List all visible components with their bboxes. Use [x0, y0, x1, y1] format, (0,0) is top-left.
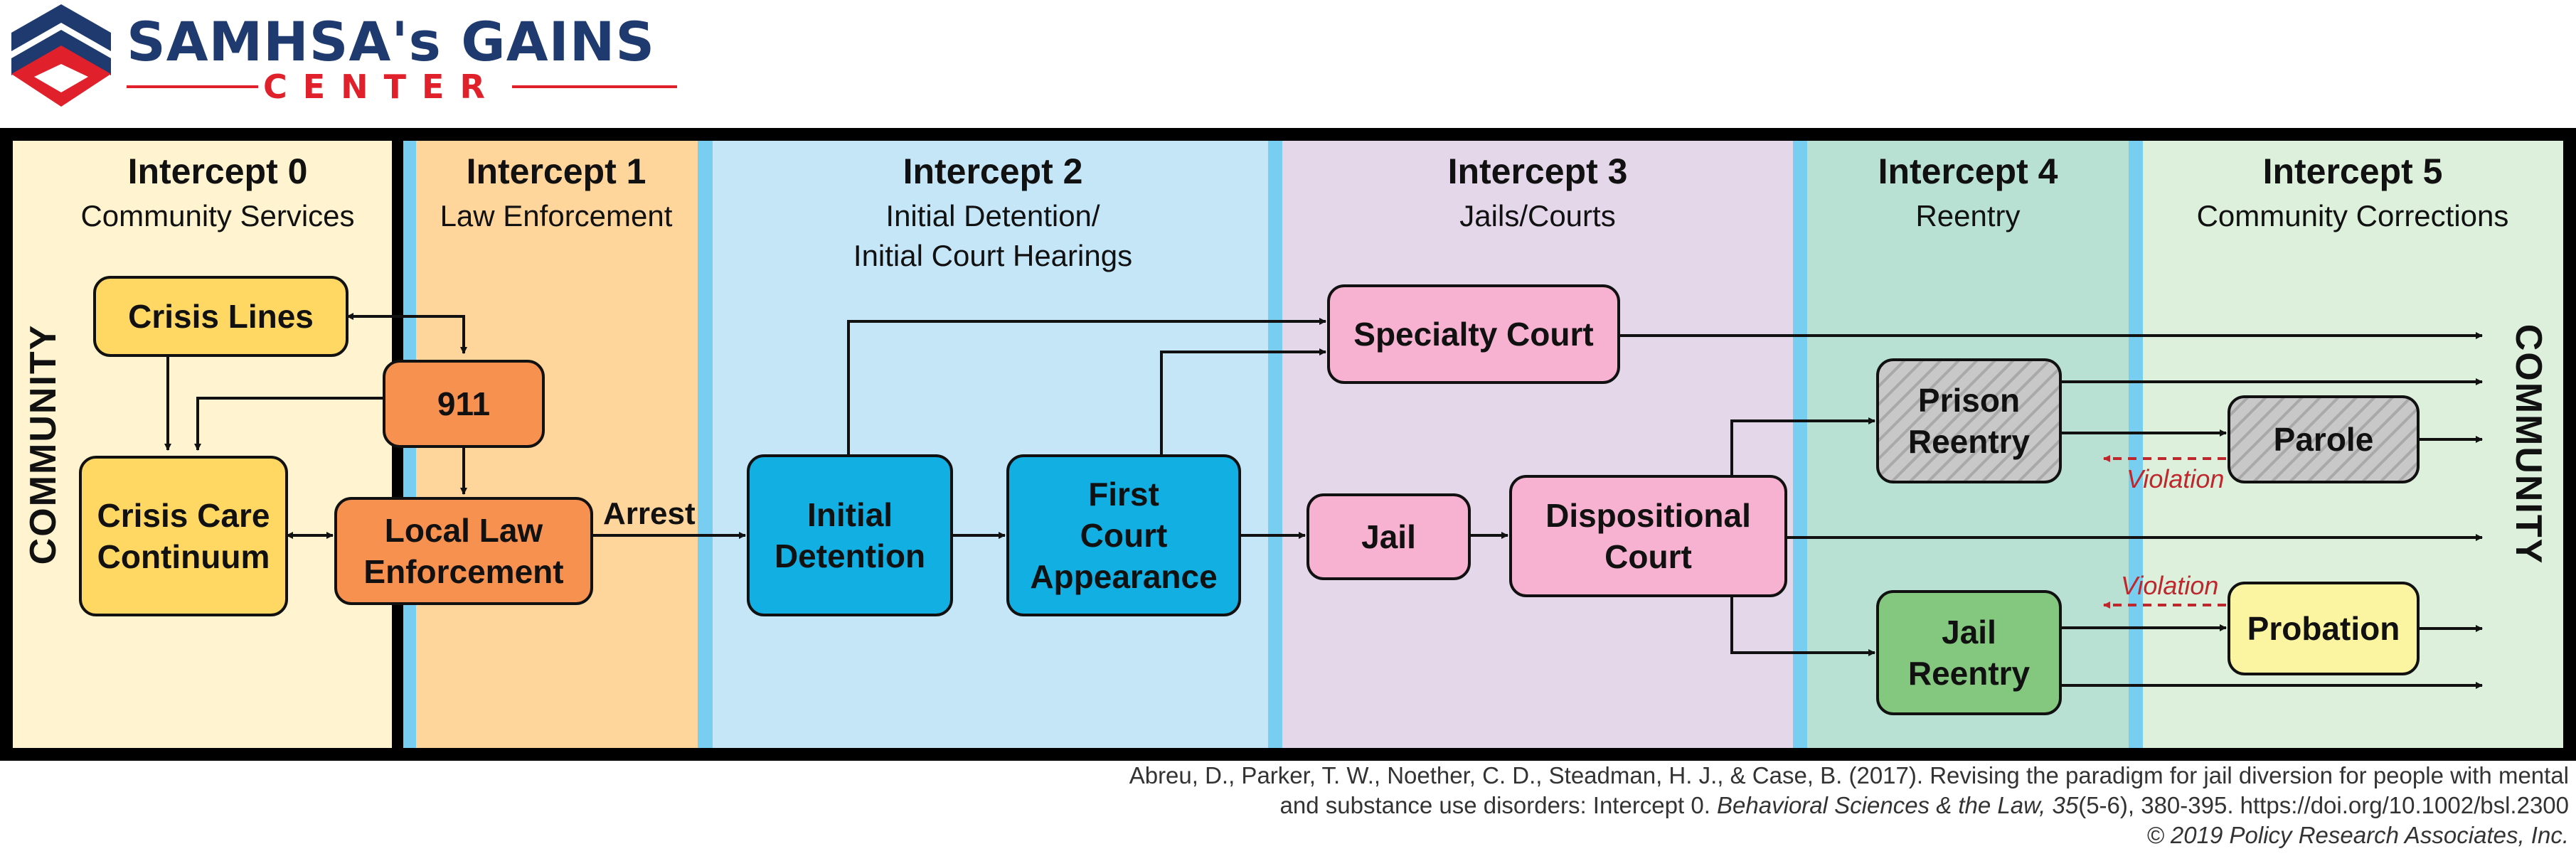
node-jail: Jail	[1306, 493, 1471, 580]
node-box-parole	[2228, 395, 2420, 483]
node-box-crisis-care	[79, 456, 288, 616]
gains-center-logo: SAMHSA's GAINS CENTER	[0, 0, 711, 121]
connector-crisislines-911	[346, 313, 467, 354]
flow-connectors	[164, 313, 2483, 689]
citation-line-2-pre: and substance use disorders: Intercept 0…	[1279, 792, 1718, 818]
violation-label-probation: Violation	[2121, 571, 2218, 600]
intercept-headers: Intercept 0 Community Services Intercept 1…	[80, 151, 2508, 272]
node-box-first-court	[1006, 454, 1241, 616]
node-label-first-court-1: Court	[1080, 517, 1168, 554]
band-separator-1	[698, 141, 713, 748]
intercept-band-2	[713, 141, 1268, 748]
intercept-subtitle-0: Community Services	[80, 199, 354, 232]
node-probation: Probation	[2228, 582, 2420, 675]
logo-emblem-icon	[11, 4, 111, 107]
band-layer	[0, 128, 2576, 761]
intercept-title-5: Intercept 5	[2263, 151, 2443, 191]
copyright: © 2019 Policy Research Associates, Inc.	[2146, 822, 2569, 848]
violation-label-parole: Violation	[2127, 464, 2224, 493]
band-separator-2	[1268, 141, 1282, 748]
connector-911-crisiscare	[194, 397, 384, 451]
node-label-crisis-care-1: Continuum	[97, 538, 270, 575]
citation-journal: Behavioral Sciences & the Law, 35	[1717, 792, 2079, 818]
node-label-parole: Parole	[2274, 421, 2374, 458]
node-box-dispositional-court	[1509, 475, 1787, 597]
intercept-title-3: Intercept 3	[1448, 151, 1628, 191]
intercept-subtitle-4: Reentry	[1915, 199, 2020, 232]
node-box-n911	[383, 360, 545, 448]
intercept-subtitle-2-1: Initial Court Hearings	[853, 239, 1132, 272]
node-box-specialty-court	[1327, 284, 1620, 384]
intercept-title-1: Intercept 1	[467, 151, 646, 191]
node-specialty-court: Specialty Court	[1327, 284, 1620, 384]
logo-rule-right	[512, 85, 677, 88]
node-box-local-law	[334, 497, 593, 605]
node-box-initial-detention	[747, 454, 953, 616]
band-separator-4	[2129, 141, 2143, 748]
community-label-right: COMMUNITY	[2508, 324, 2549, 565]
node-label-first-court-2: Appearance	[1030, 558, 1217, 595]
node-label-crisis-care: Crisis Care	[97, 497, 270, 534]
node-box-jail-reentry	[1876, 590, 2062, 715]
node-label-n911: 911	[437, 385, 490, 422]
intercept-subtitle-3: Jails/Courts	[1459, 199, 1615, 232]
intercept-title-4: Intercept 4	[1878, 151, 2058, 191]
intercept-subtitle-1: Law Enforcement	[440, 199, 673, 232]
citation: Abreu, D., Parker, T. W., Noether, C. D.…	[933, 761, 2569, 850]
citation-line-1: Abreu, D., Parker, T. W., Noether, C. D.…	[1129, 762, 2569, 788]
node-label-probation: Probation	[2247, 610, 2400, 647]
band-separator-3	[1793, 141, 1807, 748]
node-box-probation	[2228, 582, 2420, 675]
node-label-jail-reentry-1: Reentry	[1908, 655, 2031, 692]
band-separators	[403, 141, 2143, 748]
logo-subtitle: CENTER	[263, 68, 501, 106]
node-label-dispositional-court: Dispositional	[1545, 497, 1751, 534]
node-label-initial-detention-1: Detention	[775, 538, 925, 574]
intercept-title-0: Intercept 0	[128, 151, 308, 191]
node-label-initial-detention: Initial	[807, 496, 893, 533]
node-label-crisis-lines: Crisis Lines	[128, 298, 314, 335]
node-label-specialty-court: Specialty Court	[1353, 316, 1593, 353]
node-label-prison-reentry: Prison	[1918, 382, 2020, 419]
intercept-band-3	[1282, 141, 1793, 748]
node-label-local-law: Local Law	[385, 512, 543, 549]
node-n911: 911	[383, 360, 545, 448]
intercept-title-2: Intercept 2	[903, 151, 1083, 191]
node-box-crisis-lines	[93, 276, 348, 357]
intercept-subtitle-2: Initial Detention/	[885, 199, 1100, 232]
node-label-dispositional-court-1: Court	[1604, 538, 1692, 575]
node-label-jail-reentry: Jail	[1942, 614, 1996, 651]
logo-title: SAMHSA's GAINS	[127, 10, 656, 73]
community-label-left: COMMUNITY	[23, 324, 64, 565]
citation-line-2: and substance use disorders: Intercept 0…	[933, 791, 2569, 820]
connector-firstcourt-specialty	[1160, 348, 1326, 456]
node-label-prison-reentry-1: Reentry	[1908, 423, 2031, 460]
citation-line-2-post: (5-6), 380-395. https://doi.org/10.1002/…	[2078, 792, 2569, 818]
node-box-jail	[1306, 493, 1471, 580]
node-label-jail: Jail	[1361, 518, 1416, 555]
node-parole: Parole	[2228, 395, 2420, 483]
connector-dispositional-prison	[1730, 417, 1875, 476]
arrest-label: Arrest	[603, 496, 696, 531]
intercept-subtitle-5: Community Corrections	[2197, 199, 2509, 232]
node-label-local-law-1: Enforcement	[363, 553, 563, 590]
node-label-first-court: First	[1088, 476, 1159, 513]
node-box-prison-reentry	[1876, 358, 2062, 483]
connector-dispositional-jailreentry	[1730, 596, 1875, 656]
intercept-band-0	[13, 141, 392, 748]
node-crisis-lines: Crisis Lines	[93, 276, 348, 357]
connector-detention-specialty	[847, 318, 1326, 456]
logo-rule-left	[127, 85, 258, 88]
